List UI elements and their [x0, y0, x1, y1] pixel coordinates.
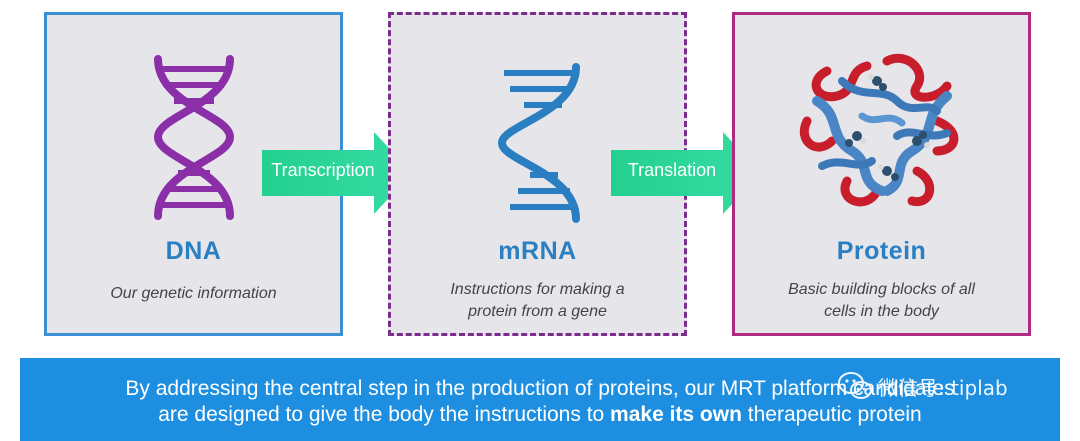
mrna-title: mRNA	[498, 237, 577, 265]
wechat-logo-icon	[838, 372, 872, 399]
mrna-strand-icon	[497, 63, 580, 223]
protein-panel: Protein Basic building blocks of all cel…	[732, 12, 1031, 336]
watermark-text: 微信号: tiplab	[878, 375, 1008, 400]
protein-description-line-1: Basic building blocks of all	[788, 281, 975, 298]
wechat-watermark: 微信号: tiplab	[838, 371, 1008, 401]
protein-structure-icon	[799, 53, 958, 207]
banner-line-2-start: are designed to give the body the instru…	[158, 403, 611, 426]
protein-description: Basic building blocks of all cells in th…	[755, 279, 1008, 323]
mrna-description: Instructions for making a protein from a…	[411, 279, 664, 323]
dna-description: Our genetic information	[110, 285, 277, 302]
protein-description-line-2: cells in the body	[824, 303, 939, 320]
banner-emphasis: make its own	[610, 403, 742, 426]
transcription-label: Transcription	[271, 160, 375, 180]
transcription-arrow: Transcription	[262, 132, 412, 214]
translation-label: Translation	[627, 160, 717, 180]
arrow-shape	[611, 132, 761, 214]
dna-icon-wrap	[47, 55, 340, 220]
banner-line-2-end: therapeutic protein	[741, 403, 922, 426]
mrna-description-line-2: protein from a gene	[468, 303, 607, 320]
translation-arrow: Translation	[611, 132, 761, 214]
banner-line-1: By addressing the central step in the pr…	[125, 377, 955, 400]
summary-banner: By addressing the central step in the pr…	[20, 358, 1060, 441]
mrna-icon-wrap	[391, 63, 684, 223]
dna-helix-icon	[153, 55, 234, 220]
mrna-description-line-1: Instructions for making a	[450, 281, 625, 298]
arrow-shape	[262, 132, 412, 214]
protein-icon-wrap	[735, 41, 1028, 221]
dna-title: DNA	[165, 237, 222, 265]
banner-line-2: are designed to give the body the instru…	[20, 402, 1060, 428]
protein-title: Protein	[836, 237, 927, 265]
